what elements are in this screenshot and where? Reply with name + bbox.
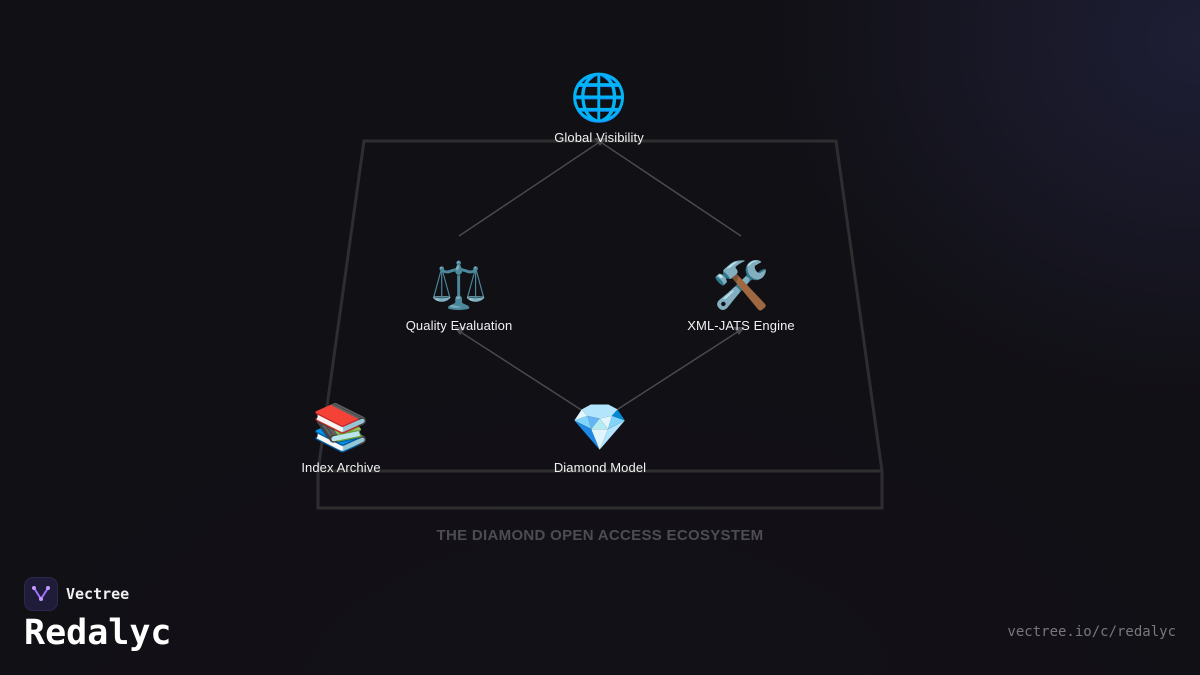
node-label-xml-jats-engine: XML-JATS Engine xyxy=(687,318,795,333)
node-label-global-visibility: Global Visibility xyxy=(554,130,644,145)
node-xml-jats-engine: 🛠️ XML-JATS Engine xyxy=(651,258,831,334)
node-diamond-model: 💎 Diamond Model xyxy=(510,400,690,476)
node-label-index-archive: Index Archive xyxy=(301,460,381,475)
arrowhead-quality xyxy=(454,327,466,335)
node-quality-evaluation: ⚖️ Quality Evaluation xyxy=(369,258,549,334)
page-title: Redalyc xyxy=(24,613,172,653)
scales-icon: ⚖️ xyxy=(430,258,488,312)
connector-global-xml xyxy=(601,142,742,237)
connector-quality-diamond xyxy=(458,330,584,412)
node-index-archive: 📚 Index Archive xyxy=(251,400,431,476)
node-global-visibility: 🌐 Global Visibility xyxy=(509,70,689,146)
node-label-quality-evaluation: Quality Evaluation xyxy=(405,318,513,333)
diagram-caption: THE DIAMOND OPEN ACCESS ECOSYSTEM xyxy=(436,527,764,544)
node-label-diamond-model: Diamond Model xyxy=(553,460,647,475)
page-url[interactable]: vectree.io/c/redalyc xyxy=(1007,624,1176,640)
globe-icon: 🌐 xyxy=(570,70,628,124)
connector-global-quality xyxy=(458,142,599,237)
brand-name: Vectree xyxy=(66,585,130,603)
brand: Vectree xyxy=(24,577,129,611)
connector-xml-diamond xyxy=(614,330,740,412)
books-icon: 📚 xyxy=(312,400,370,454)
vectree-logo-icon xyxy=(24,577,58,611)
hammer-wrench-icon: 🛠️ xyxy=(712,258,770,312)
arrowhead-xml xyxy=(733,327,745,335)
arrowhead-global xyxy=(594,138,606,146)
diagram-frame-base xyxy=(316,471,884,510)
gem-icon: 💎 xyxy=(571,400,629,454)
